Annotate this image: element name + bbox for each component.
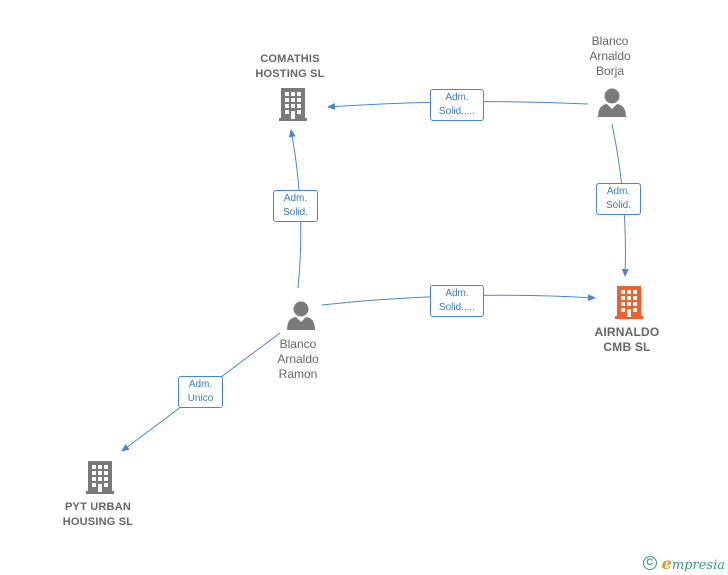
brand-name: mpresia <box>671 557 725 573</box>
edge-label-ramon-airnaldo[interactable]: Adm. Solid.,... <box>430 285 484 317</box>
node-label-airnaldo[interactable]: AIRNALDO CMB SL <box>577 325 677 355</box>
edge-label-line: Solid.,... <box>438 302 476 313</box>
edge-label-line: Adm. <box>283 193 308 204</box>
node-label-line: Blanco <box>279 337 317 351</box>
footer-brand: C empresia <box>642 554 725 573</box>
node-label-line: HOSTING SL <box>255 68 325 80</box>
building-icon-comathis[interactable] <box>279 88 307 121</box>
edge-label-line: Adm. <box>606 186 631 197</box>
node-label-line: Borja <box>595 64 624 78</box>
edge-label-line: Solid. <box>605 200 631 211</box>
node-label-line: CMB SL <box>603 340 651 354</box>
edge-label-line: Solid.,... <box>438 106 476 117</box>
node-label-pyt[interactable]: PYT URBAN HOUSING SL <box>48 500 148 530</box>
node-label-line: Ramon <box>278 367 318 381</box>
copyright-icon: C <box>642 556 657 570</box>
edge-label-ramon-comathis[interactable]: Adm. Solid. <box>273 190 318 222</box>
edge-label-line: Solid. <box>282 207 308 218</box>
node-label-line: Arnaldo <box>589 49 631 63</box>
node-label-line: HOUSING SL <box>62 516 134 528</box>
node-label-ramon[interactable]: Blanco Arnaldo Ramon <box>258 337 338 382</box>
edge-label-ramon-pyt[interactable]: Adm. Unico <box>178 376 223 408</box>
edge-label-line: Adm. <box>445 92 469 103</box>
brand-initial: e <box>661 553 672 573</box>
building-icon-pyt[interactable] <box>86 461 114 494</box>
node-label-line: PYT URBAN <box>65 501 131 513</box>
brand-logo[interactable]: empresia <box>662 554 725 573</box>
node-label-borja[interactable]: Blanco Arnaldo Borja <box>570 34 650 79</box>
node-label-line: AIRNALDO <box>594 325 660 339</box>
edge-label-borja-comathis[interactable]: Adm. Solid.,... <box>430 89 484 121</box>
edge-label-line: Unico <box>187 393 214 404</box>
node-label-line: Blanco <box>591 34 629 48</box>
building-icon-airnaldo[interactable] <box>615 286 643 319</box>
edge-label-line: Adm. <box>188 379 213 390</box>
edge-label-borja-airnaldo[interactable]: Adm. Solid. <box>596 183 641 215</box>
person-icon-borja[interactable] <box>598 88 626 118</box>
node-label-comathis[interactable]: COMATHIS HOSTING SL <box>240 52 340 82</box>
node-label-line: COMATHIS <box>260 53 320 65</box>
edge-label-line: Adm. <box>445 288 469 299</box>
person-icon-ramon[interactable] <box>287 301 315 331</box>
node-label-line: Arnaldo <box>277 352 319 366</box>
